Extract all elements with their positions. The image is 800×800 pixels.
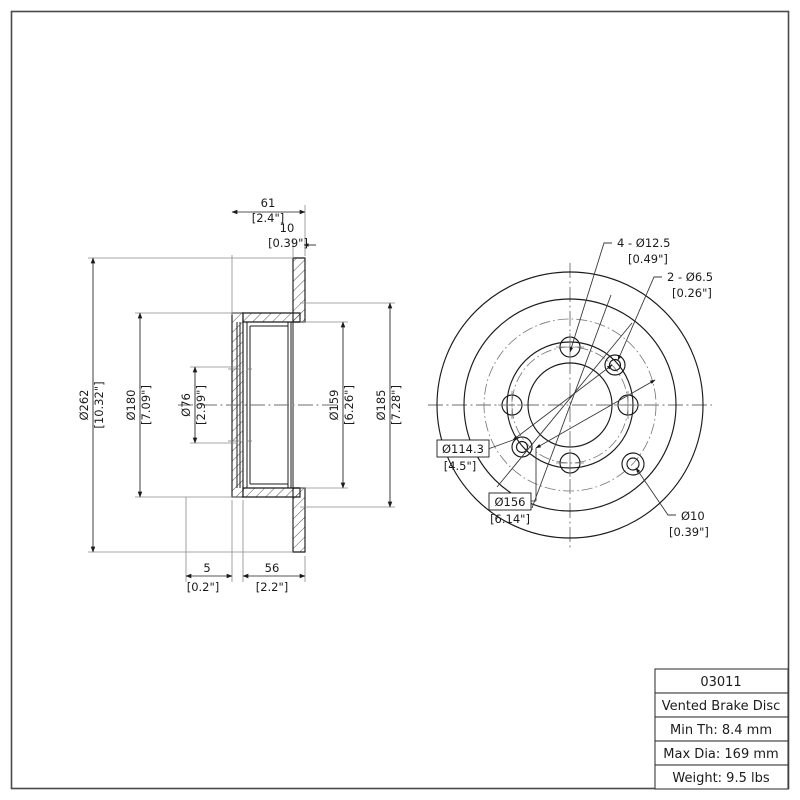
threaded-hole-lower-left-inner xyxy=(515,440,529,454)
callout-friction-line2: [6.14"] xyxy=(490,512,530,526)
title-block-row-maxdia xyxy=(654,740,789,766)
leader-lug-holes xyxy=(569,242,612,353)
callout-pilot-line2: [0.39"] xyxy=(669,525,709,539)
leader-pilot-hole xyxy=(635,467,676,516)
dim-76-mm: Ø76 xyxy=(179,393,193,417)
section-upper-web xyxy=(242,312,301,323)
callout-friction-box xyxy=(488,492,532,511)
dim-76-inch: [2.99"] xyxy=(194,385,208,425)
title-block-row-desc xyxy=(654,692,789,718)
dim-159-mm: Ø159 xyxy=(327,389,341,420)
section-left-dimensions: Ø262 [10.32"] Ø180 [7.09"] Ø76 [2.99"] xyxy=(77,257,292,553)
title-block: 03011 Vented Brake Disc Min Th: 8.4 mm M… xyxy=(654,668,789,790)
title-block-row-minth xyxy=(654,716,789,742)
threaded-hole-lower-left-outer xyxy=(511,436,533,458)
dim-159-inch: [6.26"] xyxy=(342,385,356,425)
callout-bolt-line2: [4.5"] xyxy=(444,459,477,473)
section-lower-web xyxy=(242,487,301,498)
section-top-dimensions: 61 [2.4"] 10 [0.39"] xyxy=(231,196,316,315)
leader-bolt-circle-tail xyxy=(487,439,514,450)
section-bottom-dimensions: 5 [0.2"] 56 [2.2"] xyxy=(185,497,306,594)
callout-lug-line2: [0.49"] xyxy=(628,252,668,266)
title-weight: Weight: 9.5 lbs xyxy=(672,771,769,786)
dim-61-mm: 61 xyxy=(261,196,276,210)
title-min-thickness: Min Th: 8.4 mm xyxy=(670,723,772,738)
face-view-callouts: 4 - Ø12.5 [0.49"] 2 - Ø6.5 [0.26"] Ø10 [… xyxy=(436,236,713,539)
sheet-border xyxy=(10,10,790,790)
face-secondary-pitch-circle xyxy=(483,318,657,492)
dim-5-mm: 5 xyxy=(203,561,210,575)
dim-56-inch: [2.2"] xyxy=(256,580,289,594)
pilot-hole-outer xyxy=(621,452,645,476)
section-outer-ring-top xyxy=(292,257,306,323)
section-outer-ring-bottom xyxy=(292,487,306,553)
dim-185-inch: [7.28"] xyxy=(389,385,403,425)
callout-lug-line1: 4 - Ø12.5 xyxy=(617,236,670,250)
pilot-hole-inner xyxy=(626,457,640,471)
callout-bolt-circle-box xyxy=(436,439,490,458)
dim-10-mm: 10 xyxy=(280,221,295,235)
callout-small-line1: 2 - Ø6.5 xyxy=(667,270,713,284)
face-section-line-b xyxy=(531,294,612,509)
title-max-diameter: Max Dia: 169 mm xyxy=(663,747,778,762)
title-part-number: 03011 xyxy=(700,675,741,690)
dim-56-mm: 56 xyxy=(265,561,280,575)
leader-small-holes xyxy=(617,276,662,361)
dim-262-inch: [10.32"] xyxy=(92,381,106,428)
section-right-dimensions: Ø159 [6.26"] Ø185 [7.28"] xyxy=(300,302,403,508)
callout-pilot-line1: Ø10 xyxy=(681,509,705,523)
dim-5-inch: [0.2"] xyxy=(187,580,220,594)
face-outer-circle xyxy=(436,271,704,539)
dim-61-inch: [2.4"] xyxy=(252,211,285,225)
face-view-group xyxy=(428,263,712,548)
dim-262-mm: Ø262 xyxy=(77,389,91,420)
callout-bolt-line1: Ø114.3 xyxy=(442,442,484,456)
dim-10-inch: [0.39"] xyxy=(268,236,308,250)
title-description: Vented Brake Disc xyxy=(662,699,781,714)
callout-friction-line1: Ø156 xyxy=(494,495,525,509)
section-view-group xyxy=(178,257,340,553)
dim-185-mm: Ø185 xyxy=(374,389,388,420)
threaded-hole-upper-right-outer xyxy=(604,354,626,376)
dim-180-mm: Ø180 xyxy=(124,389,138,420)
title-block-row-weight xyxy=(654,764,789,790)
dim-180-inch: [7.09"] xyxy=(139,385,153,425)
face-friction-circle xyxy=(463,298,677,512)
callout-small-line2: [0.26"] xyxy=(672,286,712,300)
pilot-hole-group xyxy=(621,452,645,476)
threaded-hole-group xyxy=(511,354,626,458)
leader-friction-dia xyxy=(535,379,656,449)
